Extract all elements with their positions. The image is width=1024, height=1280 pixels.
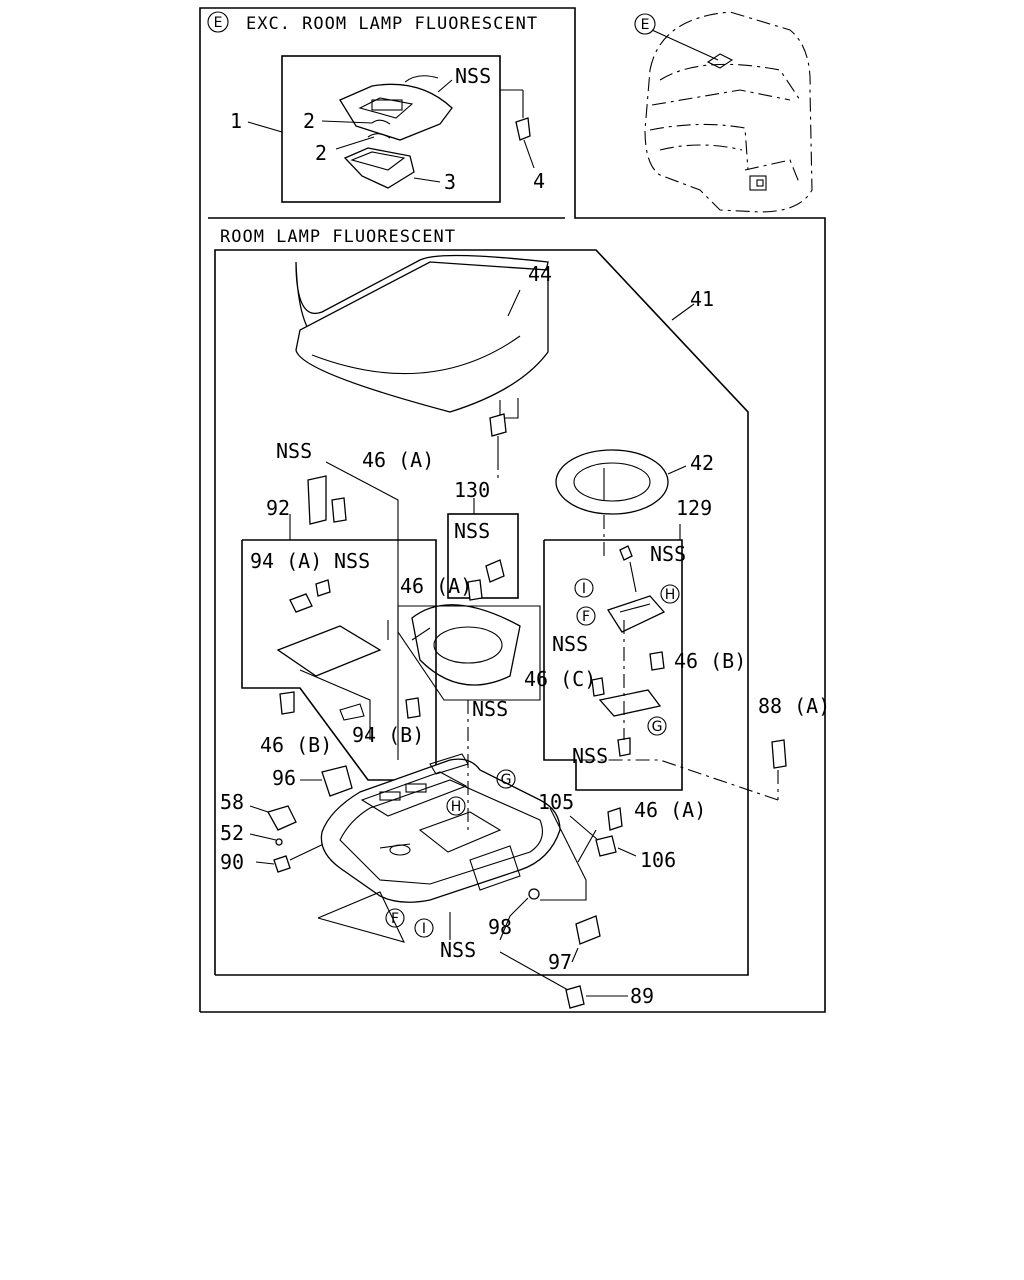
label-106: 106: [640, 848, 676, 872]
label-96: 96: [272, 766, 296, 790]
part-96: [321, 765, 353, 797]
marker-g-lower: G: [501, 772, 512, 788]
label-1: 1: [230, 109, 242, 133]
label-129: 129: [676, 496, 712, 520]
label-46a-3: 46 (A): [634, 798, 706, 822]
marker-h-lower: H: [451, 799, 462, 815]
sub-box-92: [241, 539, 437, 781]
part-90: [273, 855, 291, 873]
label-94a: 94 (A): [250, 549, 322, 573]
label-46a-1: 46 (A): [362, 448, 434, 472]
marker-i-upper: I: [582, 581, 586, 597]
cab-e-marker-circle: [634, 13, 656, 35]
label-nss-6: NSS: [472, 697, 508, 721]
label-105: 105: [538, 790, 574, 814]
label-42: 42: [690, 451, 714, 475]
label-92: 92: [266, 496, 290, 520]
label-46b-1: 46 (B): [674, 649, 746, 673]
marker-i-lower: I: [422, 921, 426, 937]
part-106: [595, 835, 617, 857]
cab-illustration: [644, 11, 813, 213]
label-46c: 46 (C): [524, 667, 596, 691]
frames: [199, 7, 826, 1013]
fluor-section-title: ROOM LAMP FLUORESCENT: [220, 227, 456, 247]
label-3: 3: [444, 170, 456, 194]
label-98: 98: [488, 915, 512, 939]
part-98: [528, 888, 540, 900]
label-44: 44: [528, 262, 552, 286]
label-nss-7: NSS: [572, 744, 608, 768]
label-2a: 2: [303, 109, 315, 133]
label-46a-2: 46 (A): [400, 574, 472, 598]
label-88a: 88 (A): [758, 694, 830, 718]
label-52: 52: [220, 821, 244, 845]
label-41: 41: [690, 287, 714, 311]
sub-box-130: [447, 513, 519, 599]
label-nss-4: NSS: [650, 542, 686, 566]
label-nss-2: NSS: [454, 519, 490, 543]
marker-f-upper: F: [582, 609, 590, 625]
label-2b: 2: [315, 141, 327, 165]
fluor-assembly-box: [214, 249, 749, 976]
ring-42: [555, 449, 669, 515]
label-nss-top: NSS: [455, 64, 491, 88]
part-88a: [771, 739, 787, 769]
part-52: [275, 838, 283, 846]
part-97: [575, 915, 601, 945]
label-90: 90: [220, 850, 244, 874]
base-tray: [320, 753, 561, 903]
label-46b-2: 46 (B): [260, 733, 332, 757]
cab-e-marker: E: [641, 17, 650, 33]
part-105: [607, 807, 623, 831]
exc-section-title: EXC. ROOM LAMP FLUORESCENT: [246, 14, 538, 34]
cover-44-body: [295, 261, 549, 413]
reference-markers: I F H G G H F I: [385, 578, 680, 938]
part-58: [267, 805, 297, 831]
label-nss-5: NSS: [552, 632, 588, 656]
outer-frame: [199, 7, 826, 1013]
label-58: 58: [220, 790, 244, 814]
marker-h-upper: H: [665, 587, 676, 603]
sub-box-129: [543, 539, 683, 791]
exc-lamp-box: [281, 55, 501, 203]
exc-room-lamp-part: [339, 75, 531, 189]
marker-f-lower: F: [391, 911, 399, 927]
label-nss-8: NSS: [440, 938, 476, 962]
label-nss-3: NSS: [334, 549, 370, 573]
label-97: 97: [548, 950, 572, 974]
section-e-circle: [207, 11, 229, 33]
label-89: 89: [630, 984, 654, 1008]
label-4: 4: [533, 169, 545, 193]
label-130: 130: [454, 478, 490, 502]
marker-g-upper: G: [652, 719, 663, 735]
part-89: [565, 985, 585, 1009]
label-nss-1: NSS: [276, 439, 312, 463]
label-94b: 94 (B): [352, 723, 424, 747]
section-e-letter: E: [214, 15, 223, 31]
